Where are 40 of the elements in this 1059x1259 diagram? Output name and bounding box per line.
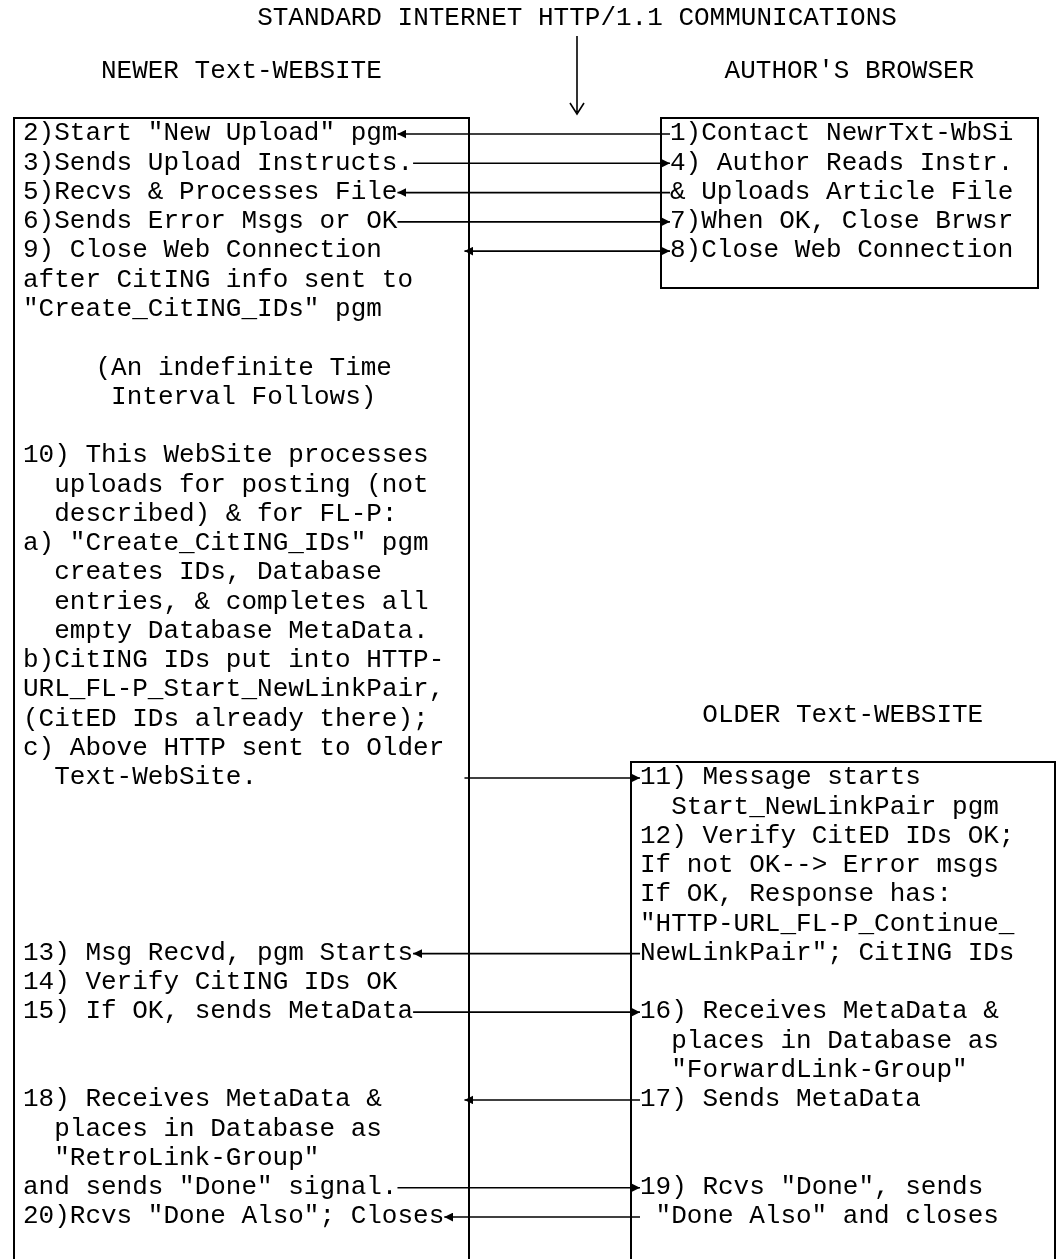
step-text: 7)When OK, Close Brwsr — [670, 207, 1014, 237]
arrow — [396, 217, 671, 227]
column-heading: AUTHOR'S BROWSER — [724, 56, 975, 87]
step-text: 3)Sends Upload Instructs. — [23, 148, 414, 178]
column-heading: NEWER Text-WEBSITE — [100, 56, 382, 87]
step-text: 2)Start "New Upload" pgm — [23, 119, 398, 149]
arrow — [412, 949, 641, 959]
step-text: 5)Recvs & Processes File — [23, 177, 398, 208]
step-text: 20)Rcvs "Done Also"; Closes — [23, 1202, 445, 1232]
step-text: and sends "Done" signal. — [23, 1173, 398, 1203]
arrow — [396, 188, 671, 198]
arrow — [396, 1183, 641, 1193]
step-text: 4) Author Reads Instr. & Uploads Article File — [670, 148, 1034, 208]
step-text: 10) This WebSite processes uploads for posting (not described) & for FL-P: — [23, 441, 430, 530]
step-text: (An indefinite Time Interval Follows) — [30, 353, 457, 413]
arrow — [463, 773, 641, 783]
step-text: 16) Receives MetaData & places in Database as "ForwardLink-Group" — [640, 997, 1051, 1086]
step-text: 8)Close Web Connection — [670, 236, 1014, 266]
step-text: 17) Sends MetaData — [640, 1085, 921, 1115]
column-heading: OLDER Text-WEBSITE — [702, 700, 984, 731]
step-text: a) "Create_CitING_IDs" pgm creates IDs, Database entries, & completes all empty Database MetaData. — [23, 529, 430, 647]
arrow — [412, 1007, 641, 1017]
step-text: 12) Verify CitED IDs OK; If not OK--> Error msgs If OK, Response has: "HTTP-URL_FL-P_Continue_NewLinkPair"; CitING IDs — [640, 821, 1020, 969]
step-text: c) Above HTTP sent to Older Text-WebSite. — [23, 734, 446, 793]
step-text: 14) Verify CitING IDs OK — [23, 968, 398, 998]
step-text: 9) Close Web Connection after CitING info sent to "Create_CitING_IDs" pgm — [23, 236, 465, 325]
step-text: 13) Msg Recvd, pgm Starts — [23, 938, 414, 969]
diagram-title: STANDARD INTERNET HTTP/1.1 COMMUNICATIONS — [257, 4, 897, 34]
step-text: 15) If OK, sends MetaData — [23, 997, 414, 1027]
step-text: 6)Sends Error Msgs or OK — [23, 207, 398, 237]
arrow — [463, 246, 671, 256]
arrow — [443, 1212, 641, 1222]
step-text: 19) Rcvs "Done", sends "Done Also" and closes — [640, 1173, 1051, 1232]
step-text: 11) Message starts Start_NewLinkPair pgm — [640, 763, 1020, 822]
arrow — [396, 129, 671, 139]
step-text: b)CitING IDs put into HTTP-URL_FL-P_Start_NewLinkPair, (CitED IDs already there); — [23, 646, 446, 734]
step-text: 1)Contact NewrTxt-WbSi — [670, 119, 1014, 149]
arrow — [412, 158, 671, 168]
arrow — [463, 1095, 641, 1105]
step-text: 18) Receives MetaData & places in Database as "RetroLink-Group" — [23, 1085, 383, 1174]
